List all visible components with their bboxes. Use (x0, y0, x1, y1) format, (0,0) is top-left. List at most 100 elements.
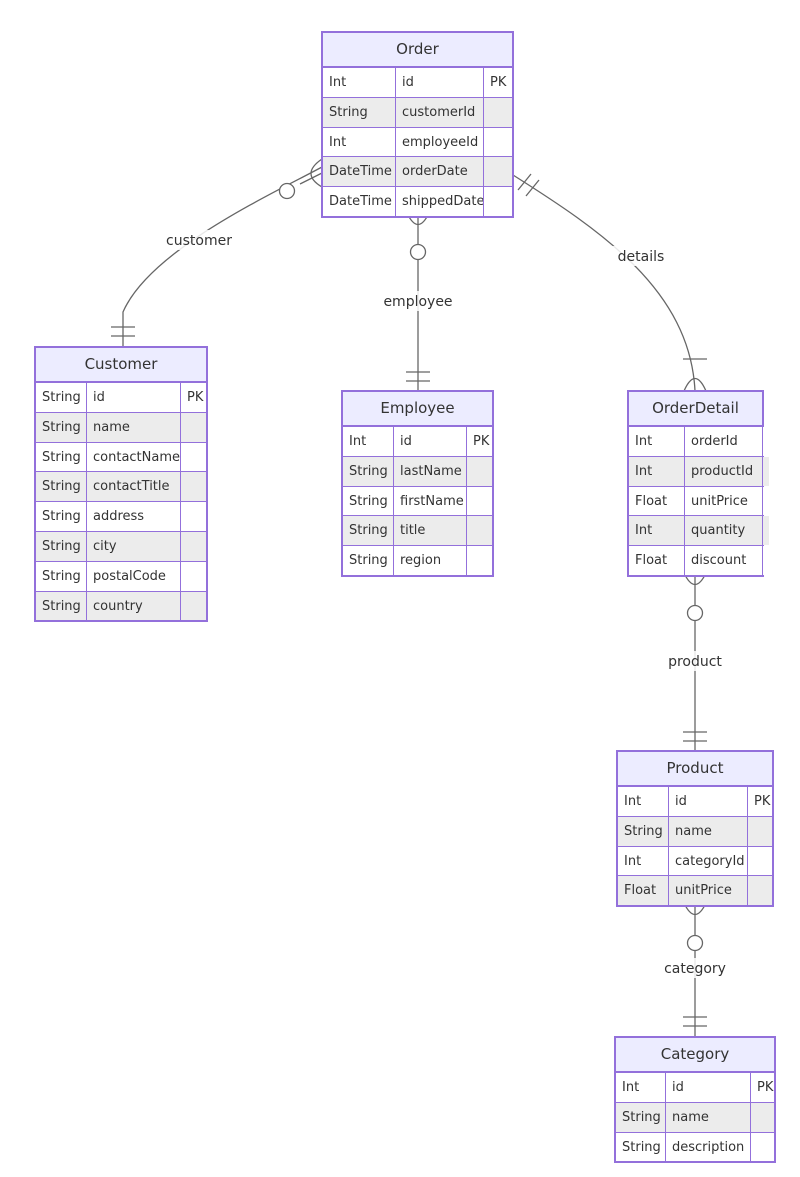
zero-marker (409, 243, 427, 261)
attribute-name: categoryId (668, 846, 747, 876)
one-marker (683, 731, 707, 742)
crowfoot-marker (310, 158, 323, 188)
attribute-name: shippedDate (395, 187, 483, 216)
relationship-label: customer (166, 233, 232, 249)
one-marker (517, 173, 540, 197)
relationship-details: details (512, 173, 707, 392)
attribute-key (180, 502, 206, 531)
attribute-type: String (349, 553, 388, 569)
attribute-name: country (86, 591, 180, 621)
attribute-name: description (665, 1132, 750, 1162)
zero-marker (686, 604, 704, 622)
attribute-key (180, 472, 206, 502)
attribute-key (483, 97, 512, 127)
attribute-type: Int (349, 434, 367, 449)
attribute-name: productId (684, 456, 762, 486)
attribute-key (180, 561, 206, 591)
one-marker (406, 371, 430, 382)
attribute-name: orderDate (395, 157, 483, 187)
entity-title: Category (616, 1038, 774, 1072)
attribute-key (750, 1132, 774, 1162)
entity-title: Customer (36, 348, 206, 382)
attribute-type: Int (329, 134, 347, 150)
attribute-type: String (349, 493, 388, 509)
attribute-name: title (393, 516, 466, 546)
attribute-key (762, 456, 769, 486)
attribute-name: id (393, 427, 466, 456)
attribute-name: region (393, 546, 466, 575)
attribute-key: PK (466, 427, 492, 456)
attribute-key (747, 816, 772, 846)
attribute-name: contactName (86, 442, 180, 472)
attribute-row: Int productId (629, 455, 769, 486)
attribute-key (466, 456, 492, 486)
attribute-name: name (665, 1102, 750, 1132)
crowfoot-marker (299, 172, 323, 185)
attribute-type: String (349, 463, 388, 479)
attribute-key (483, 187, 512, 216)
relationship-employee: employee (379, 212, 457, 391)
relationship-category: category (660, 902, 730, 1037)
attribute-name: city (86, 531, 180, 561)
attribute-type: String (42, 390, 81, 405)
relationship-customer: customer (111, 158, 323, 347)
attribute-key (180, 442, 206, 472)
entity-title: Order (323, 33, 512, 67)
relationship-label: details (618, 249, 665, 265)
crowfoot-marker (683, 377, 707, 392)
entity-title: Employee (343, 392, 492, 426)
attribute-name: discount (684, 546, 762, 575)
zero-marker (686, 934, 704, 952)
relationship-product: product (663, 572, 727, 751)
attribute-type: Int (622, 1080, 640, 1095)
attribute-type: Float (635, 493, 668, 509)
attribute-name: unitPrice (668, 876, 747, 906)
relationship-label: employee (383, 294, 452, 310)
attribute-key (762, 427, 769, 456)
attribute-type: Int (635, 463, 653, 479)
attribute-key (750, 1102, 774, 1132)
relationship-label: product (668, 654, 722, 670)
attribute-row: String region (343, 545, 492, 575)
attribute-key (747, 846, 772, 876)
entity-title: OrderDetail (629, 392, 762, 426)
attribute-type: Int (635, 434, 653, 449)
attribute-name: contactTitle (86, 472, 180, 502)
zero-marker (278, 182, 296, 200)
attribute-key (180, 591, 206, 621)
attribute-name: name (668, 816, 747, 846)
attribute-name: id (86, 383, 180, 412)
attribute-key (483, 157, 512, 187)
attribute-key (762, 516, 769, 546)
attribute-type: String (42, 598, 81, 614)
attribute-type: String (42, 538, 81, 554)
attribute-key (762, 486, 769, 516)
entity-title: Product (618, 752, 772, 786)
attribute-name: firstName (393, 486, 466, 516)
attribute-type: String (329, 104, 368, 120)
attribute-row: String firstName (343, 485, 492, 516)
attribute-key (180, 412, 206, 442)
attribute-name: quantity (684, 516, 762, 546)
